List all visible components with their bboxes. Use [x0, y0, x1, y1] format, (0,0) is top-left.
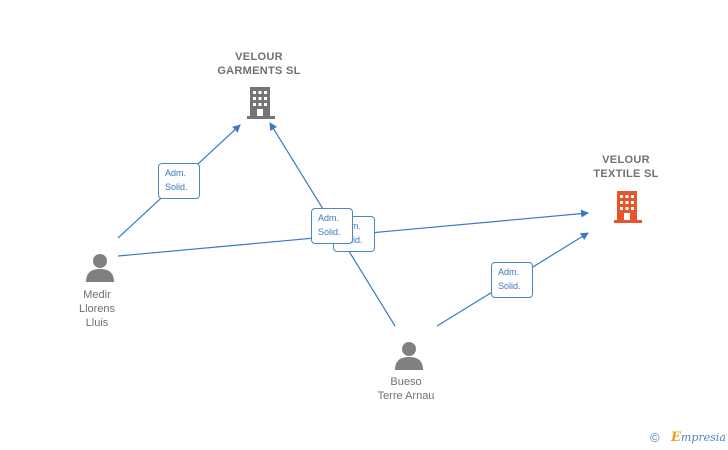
copyright-symbol: ©	[650, 430, 660, 445]
brand-name: mpresia	[680, 431, 726, 444]
relation-label: Adm. Solid.	[158, 163, 200, 199]
building-icon[interactable]	[613, 189, 643, 223]
empresia-logo[interactable]: Empresia	[671, 430, 726, 445]
brand-initial: E	[671, 430, 681, 445]
person-name-bueso[interactable]: Bueso Terre Arnau	[377, 376, 435, 402]
person-icon[interactable]	[85, 252, 115, 282]
relation-label: Adm. Solid.	[311, 208, 353, 244]
building-icon[interactable]	[246, 85, 276, 119]
person-icon[interactable]	[394, 340, 424, 370]
person-name-medir[interactable]: Medir Llorens Lluis	[78, 289, 116, 329]
relation-label: Adm. Solid.	[491, 262, 533, 298]
company-name-velour-garments[interactable]: VELOUR GARMENTS SL	[217, 51, 301, 77]
company-name-velour-textile[interactable]: VELOUR TEXTILE SL	[593, 154, 659, 180]
